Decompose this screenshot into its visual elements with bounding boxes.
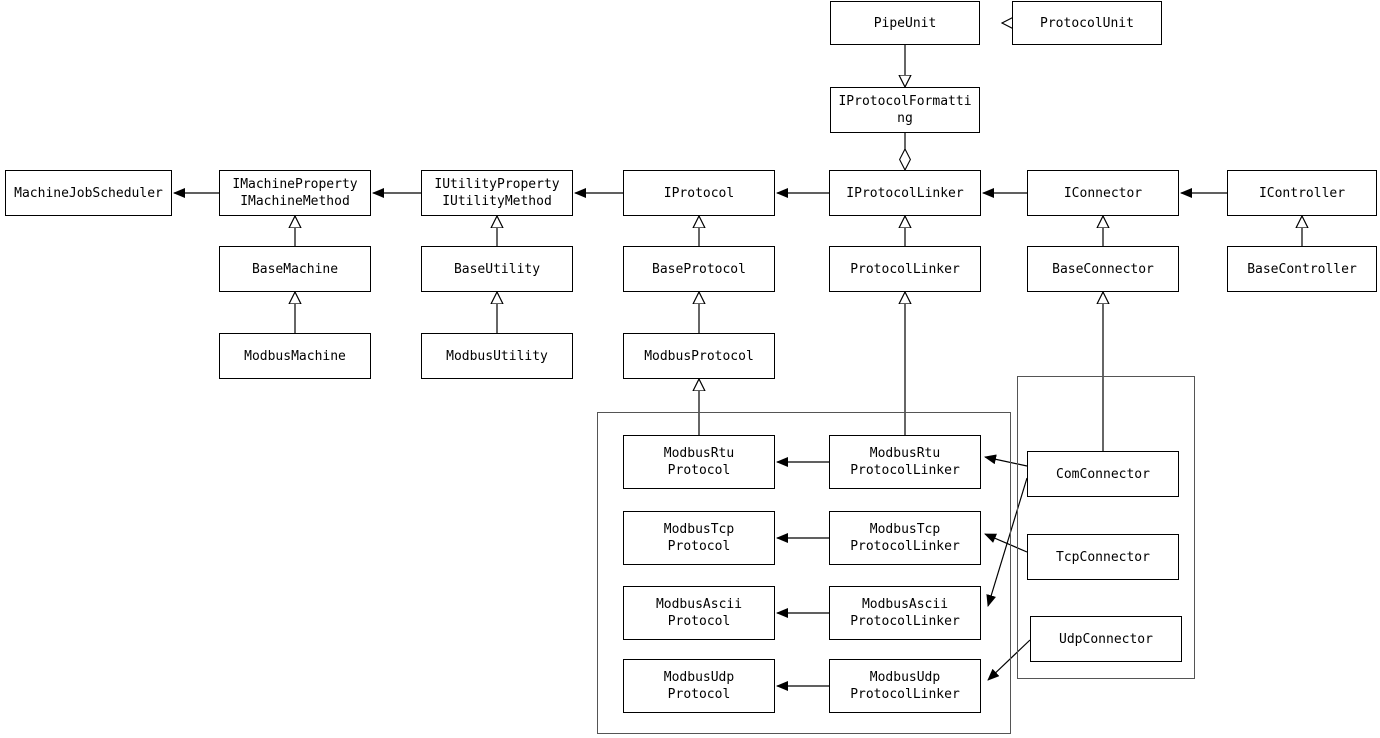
- class-box-machinejobscheduler[interactable]: MachineJobScheduler: [5, 170, 172, 216]
- class-box-modbusudpprotocol[interactable]: ModbusUdp Protocol: [623, 659, 775, 713]
- class-box-imachineproperty-imachinemethod[interactable]: IMachineProperty IMachineMethod: [219, 170, 371, 216]
- class-box-basemachine[interactable]: BaseMachine: [219, 246, 371, 292]
- class-box-protocolunit[interactable]: ProtocolUnit: [1012, 1, 1162, 45]
- class-box-iprotocolformatting[interactable]: IProtocolFormatti ng: [830, 87, 980, 133]
- class-box-pipeunit[interactable]: PipeUnit: [830, 1, 980, 45]
- class-box-udpconnector[interactable]: UdpConnector: [1030, 616, 1182, 662]
- class-box-iconnector[interactable]: IConnector: [1027, 170, 1179, 216]
- class-box-basecontroller[interactable]: BaseController: [1227, 246, 1377, 292]
- class-box-icontroller[interactable]: IController: [1227, 170, 1377, 216]
- class-box-baseutility[interactable]: BaseUtility: [421, 246, 573, 292]
- class-box-modbusudpprotocollinker[interactable]: ModbusUdp ProtocolLinker: [829, 659, 981, 713]
- class-box-tcpconnector[interactable]: TcpConnector: [1027, 534, 1179, 580]
- class-box-iprotocol[interactable]: IProtocol: [623, 170, 775, 216]
- class-box-protocollinker[interactable]: ProtocolLinker: [829, 246, 981, 292]
- class-box-modbusmachine[interactable]: ModbusMachine: [219, 333, 371, 379]
- class-box-comconnector[interactable]: ComConnector: [1027, 451, 1179, 497]
- class-box-modbusutility[interactable]: ModbusUtility: [421, 333, 573, 379]
- class-box-modbusasciiprotocollinker[interactable]: ModbusAscii ProtocolLinker: [829, 586, 981, 640]
- class-box-modbusasciiprotocol[interactable]: ModbusAscii Protocol: [623, 586, 775, 640]
- class-box-baseconnector[interactable]: BaseConnector: [1027, 246, 1179, 292]
- class-box-modbusrtuprotocollinker[interactable]: ModbusRtu ProtocolLinker: [829, 435, 981, 489]
- class-box-modbustcpprotocol[interactable]: ModbusTcp Protocol: [623, 511, 775, 565]
- class-box-baseprotocol[interactable]: BaseProtocol: [623, 246, 775, 292]
- class-box-modbustcpprotocollinker[interactable]: ModbusTcp ProtocolLinker: [829, 511, 981, 565]
- class-box-modbusprotocol[interactable]: ModbusProtocol: [623, 333, 775, 379]
- class-box-iutilityproperty-iutilitymethod[interactable]: IUtilityProperty IUtilityMethod: [421, 170, 573, 216]
- class-box-iprotocollinker[interactable]: IProtocolLinker: [829, 170, 981, 216]
- class-box-modbusrtuprotocol[interactable]: ModbusRtu Protocol: [623, 435, 775, 489]
